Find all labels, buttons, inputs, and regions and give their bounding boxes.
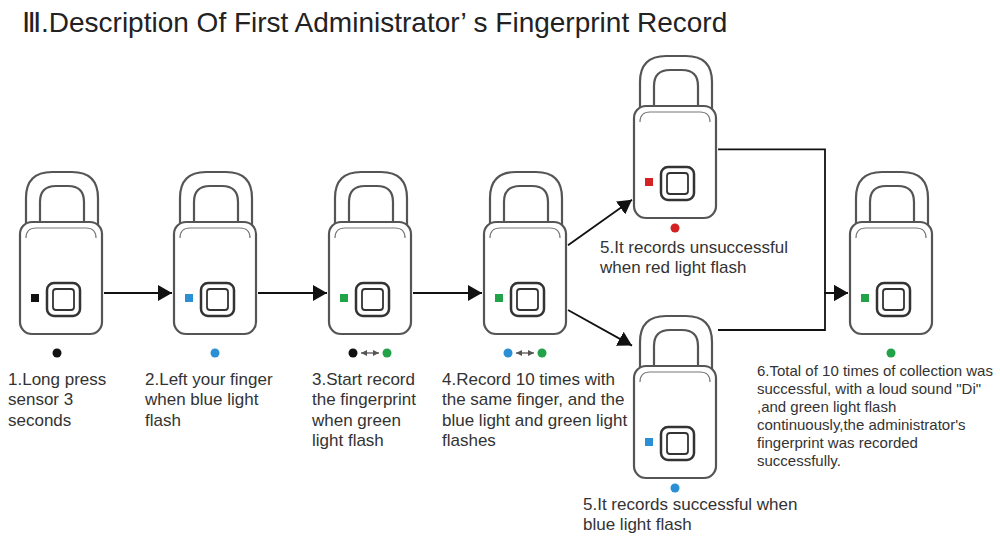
sensor-window: [883, 289, 904, 310]
sensor-window: [667, 433, 688, 454]
padlock-outline: [18, 168, 104, 336]
step-caption: 5.It records unsuccessful when red light…: [600, 238, 805, 279]
body-panel-line: [856, 228, 926, 238]
flow-arrow: [258, 292, 327, 294]
indicator-light: [861, 294, 869, 302]
black-light-dot: [349, 349, 358, 358]
blue-light-dot: [211, 349, 220, 358]
fingerprint-sensor: [47, 283, 80, 316]
fingerprint-sensor: [201, 283, 234, 316]
lock-body: [329, 222, 411, 334]
indicator-light: [340, 294, 348, 302]
green-light-dot: [538, 349, 547, 358]
green-light-dot: [887, 349, 896, 358]
padlock-outline: [632, 312, 718, 480]
red-light-dot: [671, 224, 680, 233]
step-caption: 6.Total of 10 times of collection was su…: [757, 362, 993, 470]
lock-body: [484, 222, 566, 334]
lock-body: [20, 222, 102, 334]
padlock-step: 2.Left your finger when blue light flash: [172, 168, 258, 336]
sensor-window: [362, 289, 383, 310]
blue-light-dot: [504, 349, 513, 358]
indicator-light: [645, 178, 653, 186]
body-panel-line: [335, 228, 405, 238]
fingerprint-sensor: [661, 167, 694, 200]
step-caption: 3.Start record the fingerprint when gree…: [312, 370, 436, 452]
body-panel-line: [640, 112, 710, 122]
lock-body: [634, 106, 716, 218]
flow-arrow: [718, 293, 848, 330]
fingerprint-sensor: [511, 283, 544, 316]
fingerprint-sensor: [661, 427, 694, 460]
indicator-light: [495, 294, 503, 302]
diagram-title: Ⅲ.Description Of First Administrator’ s …: [22, 6, 727, 39]
padlock-step: 1.Long press sensor 3 seconds: [18, 168, 104, 336]
padlock-outline: [172, 168, 258, 336]
indicator-light: [645, 438, 653, 446]
padlock-step: 4.Record 10 times with the same finger, …: [482, 168, 568, 336]
lock-body: [174, 222, 256, 334]
alternate-symbol: [516, 352, 534, 353]
alternate-symbol: [361, 352, 379, 353]
step-caption: 1.Long press sensor 3 seconds: [8, 370, 128, 431]
green-light-dot: [383, 349, 392, 358]
fingerprint-sensor: [877, 283, 910, 316]
step-caption: 5.It records successful when blue light …: [583, 495, 798, 536]
indicator-light: [185, 294, 193, 302]
flow-arrow: [568, 310, 632, 346]
padlock-step: 6.Total of 10 times of collection was su…: [848, 168, 934, 336]
sensor-window: [53, 289, 74, 310]
sensor-window: [667, 173, 688, 194]
body-panel-line: [26, 228, 96, 238]
black-light-dot: [53, 349, 62, 358]
lock-body: [634, 366, 716, 478]
blue-light-dot: [671, 484, 680, 493]
indicator-light: [31, 294, 39, 302]
body-panel-line: [490, 228, 560, 238]
fingerprint-sensor: [356, 283, 389, 316]
sensor-window: [207, 289, 228, 310]
step-caption: 4.Record 10 times with the same finger, …: [442, 370, 630, 452]
step-caption: 2.Left your finger when blue light flash: [145, 370, 293, 431]
padlock-outline: [482, 168, 568, 336]
padlock-step: 3.Start record the fingerprint when gree…: [327, 168, 413, 336]
padlock-outline: [848, 168, 934, 336]
body-panel-line: [180, 228, 250, 238]
padlock-outline: [327, 168, 413, 336]
lock-body: [850, 222, 932, 334]
padlock-step: 5.It records successful when blue light …: [632, 312, 718, 480]
sensor-window: [517, 289, 538, 310]
flow-arrow: [413, 292, 482, 294]
padlock-step: 5.It records unsuccessful when red light…: [632, 52, 718, 220]
padlock-outline: [632, 52, 718, 220]
flow-arrow: [104, 292, 172, 294]
body-panel-line: [640, 372, 710, 382]
